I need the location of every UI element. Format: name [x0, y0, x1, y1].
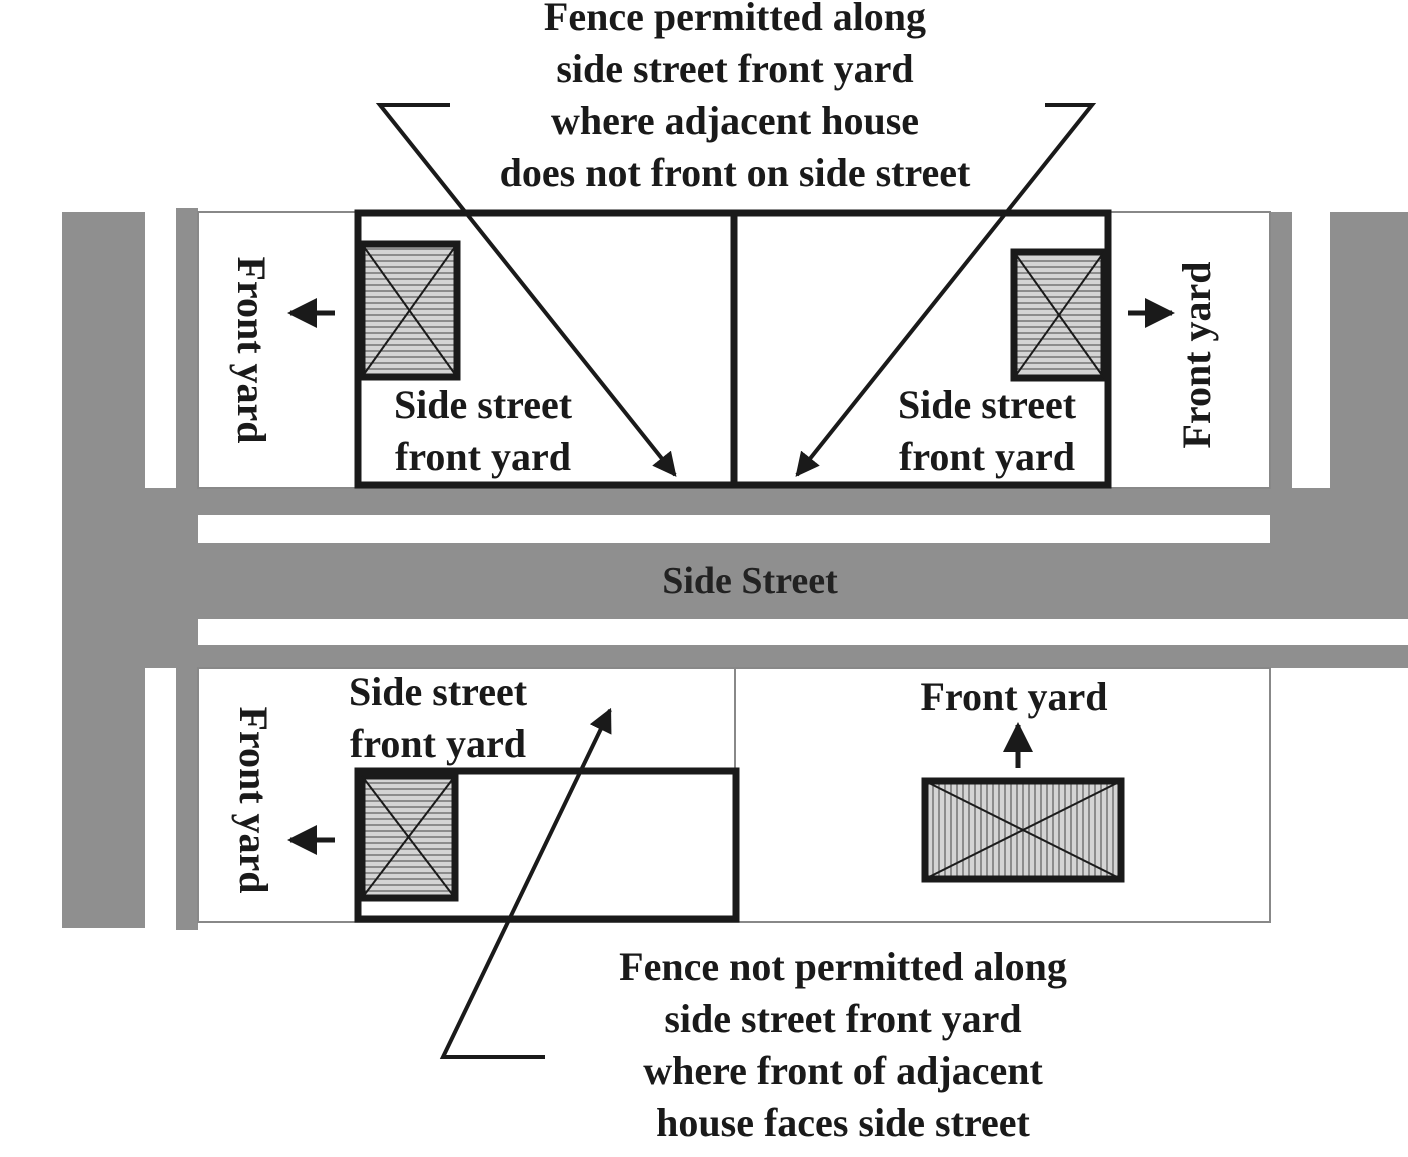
- callout-top-line-1: Fence permitted along: [544, 0, 926, 39]
- roads: Side Street: [62, 208, 1408, 930]
- callout-top-line-3: where adjacent house: [551, 98, 919, 143]
- house-lower-left: [358, 772, 459, 902]
- front-yard-upper-left: Front yard: [229, 256, 274, 443]
- upper-lots: Front yard Front yard Side street front …: [197, 209, 1271, 489]
- right-sidewalk-edge: [1270, 212, 1292, 532]
- front-yard-lower-right: Front yard: [920, 674, 1107, 719]
- callout-bottom-line-3: where front of adjacent: [643, 1048, 1043, 1093]
- left-cross-street: [62, 212, 145, 928]
- callout-top: Fence permitted along side street front …: [375, 0, 1097, 477]
- lower-lots: Front yard Front yard Side street front …: [197, 667, 1271, 923]
- callout-bottom-line-2: side street front yard: [664, 996, 1021, 1041]
- side-street-front-yard-lower-left-1: Side street: [349, 669, 528, 714]
- callout-bottom-line-1: Fence not permitted along: [619, 944, 1067, 989]
- side-street-front-yard-lower-left-2: front yard: [350, 721, 526, 766]
- callout-bottom: Fence not permitted along side street fr…: [439, 707, 1067, 1145]
- callout-top-line-2: side street front yard: [556, 46, 913, 91]
- front-yard-lower-left: Front yard: [231, 706, 276, 893]
- house-upper-right: [1010, 248, 1108, 382]
- front-yard-upper-right: Front yard: [1174, 261, 1219, 448]
- side-street-front-yard-upper-right-1: Side street: [898, 382, 1077, 427]
- side-street-front-yard-upper-right-2: front yard: [899, 434, 1075, 479]
- right-cross-street: [1330, 212, 1408, 512]
- street-label: Side Street: [662, 560, 838, 602]
- side-street-front-yard-upper-left-1: Side street: [394, 382, 573, 427]
- house-lower-right: [921, 777, 1125, 883]
- fence-lower: [354, 767, 740, 923]
- sidewalk-south: [198, 619, 1408, 645]
- callout-bottom-line-4: house faces side street: [656, 1100, 1030, 1145]
- house-upper-left: [358, 240, 461, 381]
- callout-top-line-4: does not front on side street: [500, 150, 971, 195]
- side-street-front-yard-upper-left-2: front yard: [395, 434, 571, 479]
- sidewalk-north: [198, 515, 1270, 543]
